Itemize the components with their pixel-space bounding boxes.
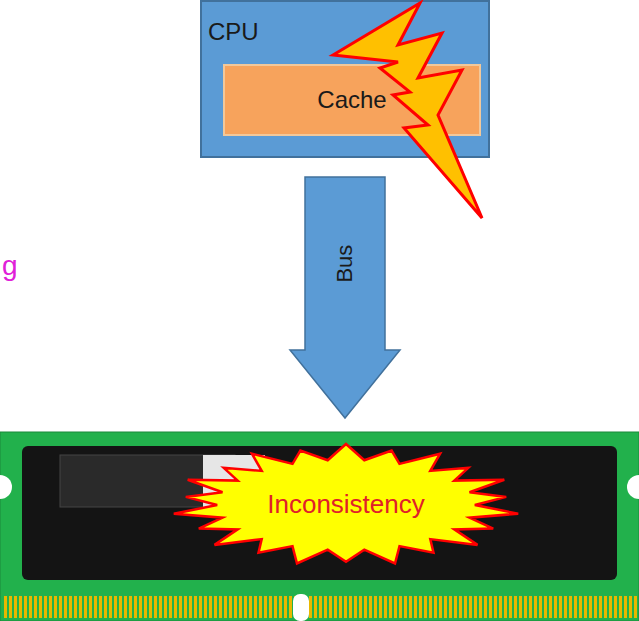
bus-arrow: Bus bbox=[290, 177, 400, 419]
node-text: CPU bbox=[208, 18, 259, 46]
fragment-label: g bbox=[2, 250, 18, 282]
node-text: Bus bbox=[332, 245, 357, 283]
arrow-outline bbox=[290, 177, 400, 419]
node-text: Cache bbox=[317, 86, 386, 114]
node-text: Inconsistency bbox=[267, 490, 425, 520]
inconsistency-burst: Inconsistency bbox=[170, 442, 522, 568]
